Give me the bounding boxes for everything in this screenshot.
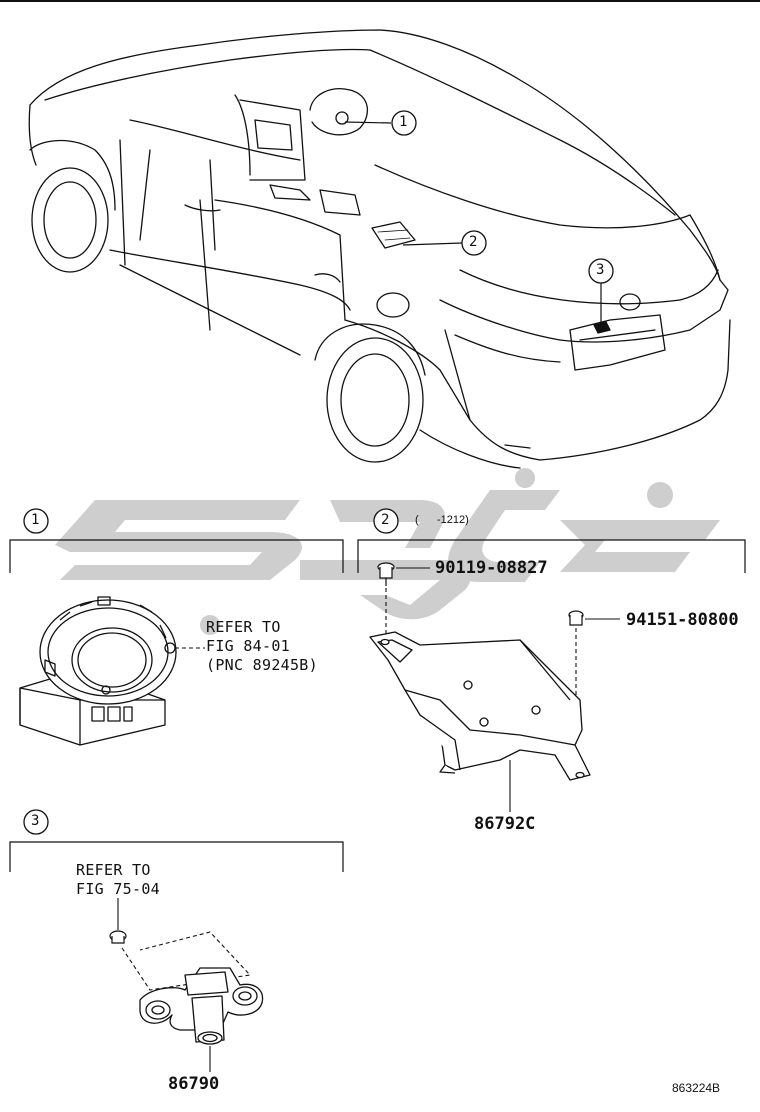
section-1-refer-line1: REFER TO: [206, 618, 281, 636]
callout-3-top-label: 3: [596, 262, 605, 278]
spiral-cable-part[interactable]: [19, 596, 177, 746]
bracket-86792c[interactable]: [369, 631, 591, 781]
callout-2-top[interactable]: [461, 230, 487, 256]
callout-3-section-label: 3: [31, 813, 40, 829]
watermark-logo: [55, 468, 720, 635]
section-2-frame: [357, 539, 746, 573]
bolt-90119[interactable]: [377, 562, 395, 586]
callout-1-top-label: 1: [399, 114, 408, 130]
part-number-nut[interactable]: 94151-80800: [626, 610, 739, 630]
section-1-refer-line3: (PNC 89245B): [206, 656, 318, 674]
callout-1-section[interactable]: [23, 508, 49, 534]
callout-3-top[interactable]: [588, 258, 614, 284]
car-illustration: [28, 29, 731, 469]
section-1-frame: [9, 539, 344, 573]
clip-part[interactable]: [109, 930, 127, 944]
callout-1-section-label: 1: [31, 512, 40, 528]
figure-number: 863224B: [672, 1081, 721, 1095]
section-2-range: ( -1212): [415, 514, 469, 526]
section-1-refer-line2[interactable]: FIG 84-01: [206, 637, 290, 655]
callout-2-section-label: 2: [381, 512, 390, 528]
part-number-camera[interactable]: 86790: [168, 1074, 220, 1094]
part-number-bracket[interactable]: 86792C: [474, 814, 536, 834]
callout-1-top[interactable]: [391, 110, 417, 136]
section-3-frame: [9, 841, 344, 872]
callout-2-section[interactable]: [373, 508, 399, 534]
part-number-bolt[interactable]: 90119-08827: [435, 558, 548, 578]
nut-94151[interactable]: [568, 610, 584, 626]
section-3-refer-line2[interactable]: FIG 75-04: [76, 880, 160, 898]
section-3-refer-line1: REFER TO: [76, 861, 151, 879]
callout-2-top-label: 2: [469, 234, 478, 250]
camera-86790[interactable]: [139, 967, 264, 1045]
callout-3-section[interactable]: [23, 809, 49, 835]
callout-leaders: [344, 121, 602, 325]
